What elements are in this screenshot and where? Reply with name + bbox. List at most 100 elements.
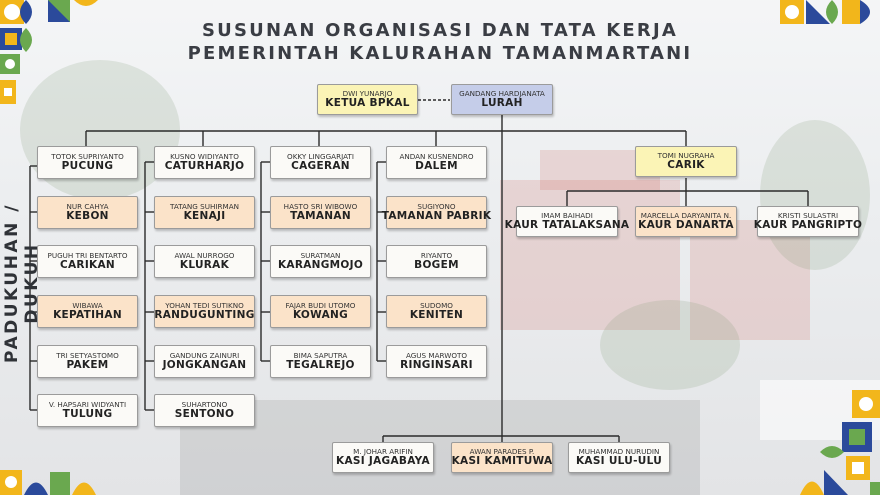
dukuh-name: OKKY LINGGARJATI bbox=[287, 151, 354, 161]
dukuh-name: TATANG SUHIRMAN bbox=[169, 201, 239, 211]
dukuh-tamanan-box: HASTO SRI WIBOWO TAMANAN bbox=[270, 196, 371, 229]
kasi-kamituwa-box: AWAN PARADES P. KASI KAMITUWA bbox=[451, 442, 553, 473]
dukuh-pucung-box: TOTOK SUPRIYANTO PUCUNG bbox=[37, 146, 138, 179]
kaur-name: KRISTI SULASTRI bbox=[777, 210, 839, 220]
dukuh-role: TAMANAN PABRIK bbox=[381, 209, 492, 222]
title-line-1: SUSUNAN ORGANISASI DAN TATA KERJA bbox=[202, 20, 678, 41]
dukuh-name: SUHARTONO bbox=[181, 399, 228, 409]
dukuh-name: AGUS MARWOTO bbox=[405, 350, 468, 360]
dukuh-name: SUDOMO bbox=[420, 300, 453, 310]
dukuh-role: CARIKAN bbox=[60, 258, 115, 271]
dukuh-karangmojo-box: SURATMAN KARANGMOJO bbox=[270, 245, 371, 278]
dukuh-tegalrejo-box: BIMA SAPUTRA TEGALREJO bbox=[270, 345, 371, 378]
dukuh-pakem-box: TRI SETYASTOMO PAKEM bbox=[37, 345, 138, 378]
kasi-ulu-ulu-box: MUHAMMAD NURUDIN KASI ULU-ULU bbox=[568, 442, 670, 473]
kasi-role: KASI JAGABAYA bbox=[336, 454, 430, 467]
kasi-name: M. JOHAR ARIFIN bbox=[353, 446, 413, 456]
kaur-role: KAUR DANARTA bbox=[638, 218, 734, 231]
dukuh-role: KENITEN bbox=[409, 308, 464, 321]
kasi-name: AWAN PARADES P. bbox=[469, 446, 535, 456]
kasi-role: KASI KAMITUWA bbox=[451, 454, 553, 467]
dukuh-role: KARANGMOJO bbox=[277, 258, 364, 271]
ketua-bpkal-role: KETUA BPKAL bbox=[325, 96, 410, 109]
dukuh-name: SURATMAN bbox=[300, 250, 341, 260]
kaur-pangripto-box: KRISTI SULASTRI KAUR PANGRIPTO bbox=[753, 206, 863, 237]
dukuh-role: DALEM bbox=[415, 159, 458, 172]
dukuh-role: PUCUNG bbox=[61, 159, 114, 172]
dukuh-role: CATURHARJO bbox=[164, 159, 245, 172]
kaur-role: KAUR PANGRIPTO bbox=[753, 218, 863, 231]
dukuh-role: KEBON bbox=[66, 209, 109, 222]
dukuh-caturharjo-box: KUSNO WIDIYANTO CATURHARJO bbox=[154, 146, 255, 179]
dukuh-cageran-box: OKKY LINGGARJATI CAGERAN bbox=[270, 146, 371, 179]
kaur-danarta-box: MARCELLA DARYANITA N. KAUR DANARTA bbox=[635, 206, 737, 237]
dukuh-ringinsari-box: AGUS MARWOTO RINGINSARI bbox=[386, 345, 487, 378]
dukuh-jongkangan-box: GANDUNG ZAINURI JONGKANGAN bbox=[154, 345, 255, 378]
padukuhan-side-label: PADUKUHAN / DUKUH bbox=[2, 203, 42, 363]
dukuh-role: KOWANG bbox=[292, 308, 349, 321]
dukuh-role: TAMANAN bbox=[290, 209, 351, 222]
ketua-bpkal-name: DWI YUNARJO bbox=[342, 88, 393, 98]
corner-pattern-top-left bbox=[0, 0, 98, 104]
dukuh-name: NUR CAHYA bbox=[66, 201, 109, 211]
dukuh-role: TEGALREJO bbox=[286, 358, 355, 371]
dukuh-randugunting-box: YOHAN TEDI SUTIKNO RANDUGUNTING bbox=[154, 295, 255, 328]
dukuh-name: WIBAWA bbox=[72, 300, 103, 310]
dukuh-dalem-box: ANDAN KUSNENDRO DALEM bbox=[386, 146, 487, 179]
kasi-name: MUHAMMAD NURUDIN bbox=[578, 446, 660, 456]
dukuh-kowang-box: FAJAR BUDI UTOMO KOWANG bbox=[270, 295, 371, 328]
dukuh-name: SUGIYONO bbox=[417, 201, 456, 211]
dukuh-bogem-box: RIYANTO BOGEM bbox=[386, 245, 487, 278]
dukuh-role: CAGERAN bbox=[291, 159, 350, 172]
lurah-role: LURAH bbox=[481, 96, 523, 109]
dukuh-role: TULUNG bbox=[62, 407, 113, 420]
dukuh-name: PUGUH TRI BENTARTO bbox=[47, 250, 128, 260]
kaur-name: MARCELLA DARYANITA N. bbox=[640, 210, 732, 220]
dukuh-role: KLURAK bbox=[179, 258, 230, 271]
dukuh-tulung-box: V. HAPSARI WIDYANTI TULUNG bbox=[37, 394, 138, 427]
dukuh-sentono-box: SUHARTONO SENTONO bbox=[154, 394, 255, 427]
dukuh-name: AWAL NURROGO bbox=[174, 250, 235, 260]
dukuh-name: V. HAPSARI WIDYANTI bbox=[48, 399, 127, 409]
dukuh-name: KUSNO WIDIYANTO bbox=[170, 151, 239, 161]
dukuh-name: HASTO SRI WIBOWO bbox=[283, 201, 358, 211]
dukuh-name: ANDAN KUSNENDRO bbox=[399, 151, 474, 161]
lurah-name: GANDANG HARDJANATA bbox=[459, 88, 545, 98]
dukuh-role: PAKEM bbox=[66, 358, 109, 371]
ketua-bpkal-box: DWI YUNARJO KETUA BPKAL bbox=[317, 84, 418, 115]
dukuh-role: JONGKANGAN bbox=[162, 358, 247, 371]
dukuh-role: KEPATIHAN bbox=[53, 308, 122, 321]
dukuh-role: RINGINSARI bbox=[400, 358, 473, 371]
dukuh-tamanan-pabrik-box: SUGIYONO TAMANAN PABRIK bbox=[382, 196, 491, 229]
dukuh-name: TRI SETYASTOMO bbox=[56, 350, 119, 360]
dukuh-name: YOHAN TEDI SUTIKNO bbox=[165, 300, 244, 310]
dukuh-kenaji-box: TATANG SUHIRMAN KENAJI bbox=[154, 196, 255, 229]
carik-name: TOMI NUGRAHA bbox=[657, 150, 715, 160]
dukuh-role: KENAJI bbox=[183, 209, 226, 222]
corner-pattern-bottom-left bbox=[0, 470, 96, 495]
kasi-role: KASI ULU-ULU bbox=[575, 454, 663, 467]
dukuh-role: BOGEM bbox=[414, 258, 459, 271]
dukuh-name: FAJAR BUDI UTOMO bbox=[285, 300, 356, 310]
dukuh-name: GANDUNG ZAINURI bbox=[169, 350, 240, 360]
dukuh-kebon-box: NUR CAHYA KEBON bbox=[37, 196, 138, 229]
dukuh-kepatihan-box: WIBAWA KEPATIHAN bbox=[37, 295, 138, 328]
dukuh-keniten-box: SUDOMO KENITEN bbox=[386, 295, 487, 328]
lurah-box: GANDANG HARDJANATA LURAH bbox=[451, 84, 553, 115]
dukuh-klurak-box: AWAL NURROGO KLURAK bbox=[154, 245, 255, 278]
carik-role: CARIK bbox=[667, 158, 705, 171]
dukuh-name: RIYANTO bbox=[420, 250, 453, 260]
kaur-name: IMAM BAIHADI bbox=[541, 210, 593, 220]
carik-box: TOMI NUGRAHA CARIK bbox=[635, 146, 737, 177]
corner-pattern-top-right bbox=[780, 0, 870, 24]
dukuh-role: RANDUGUNTING bbox=[154, 308, 255, 321]
kaur-role: KAUR TATALAKSANA bbox=[504, 218, 630, 231]
dukuh-name: BIMA SAPUTRA bbox=[293, 350, 348, 360]
title-line-2: PEMERINTAH KALURAHAN TAMANMARTANI bbox=[187, 43, 693, 64]
corner-pattern-bottom-right bbox=[800, 390, 880, 495]
kasi-jagabaya-box: M. JOHAR ARIFIN KASI JAGABAYA bbox=[332, 442, 434, 473]
dukuh-role: SENTONO bbox=[174, 407, 235, 420]
kaur-tatalaksana-box: IMAM BAIHADI KAUR TATALAKSANA bbox=[505, 206, 629, 237]
dukuh-carikan-box: PUGUH TRI BENTARTO CARIKAN bbox=[37, 245, 138, 278]
